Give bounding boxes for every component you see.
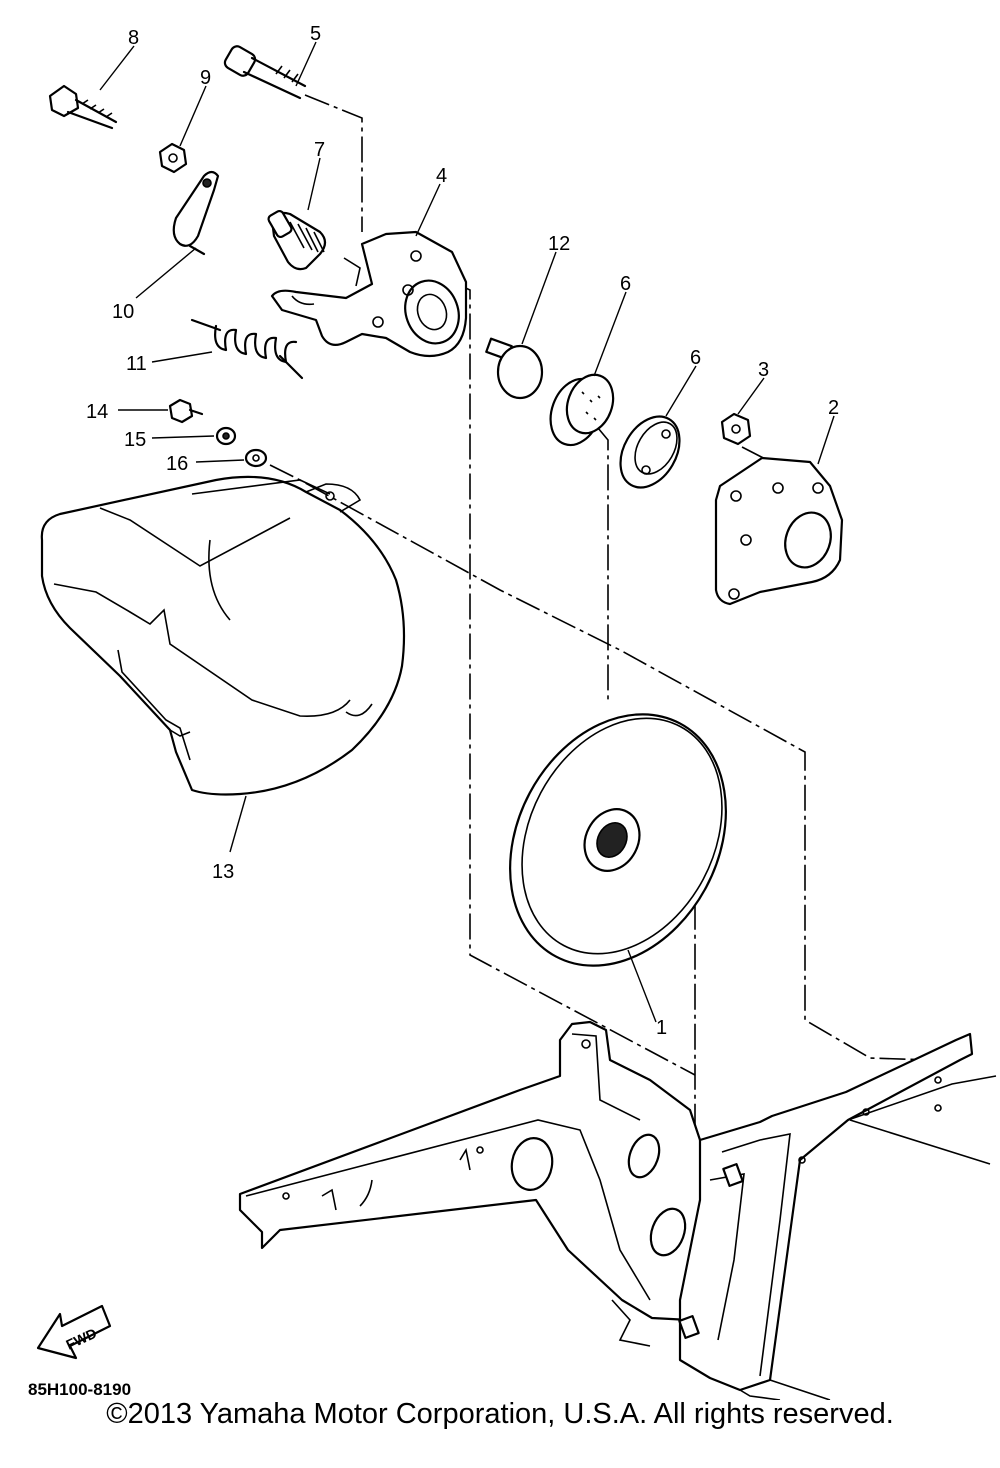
- part-6-bearing-a: [549, 373, 615, 447]
- callout-labels: 1 2 3 4 5 6 6 7 8 9 10 11 12 13 14 15 16: [86, 23, 839, 1039]
- part-10-lever: [172, 170, 220, 256]
- callout-16: 16: [166, 453, 188, 475]
- fwd-arrow-icon: FWD: [36, 1304, 112, 1360]
- callout-10: 10: [112, 301, 134, 323]
- callout-13: 13: [212, 861, 234, 883]
- callout-6-b: 6: [690, 347, 701, 369]
- part-code: 85H100-8190: [28, 1380, 131, 1399]
- part-12-pin: [485, 337, 544, 400]
- part-13-belt-guard: [40, 475, 406, 796]
- part-8-bolt: [48, 84, 118, 130]
- callout-15: 15: [124, 429, 146, 451]
- callout-7: 7: [314, 139, 325, 161]
- callout-1: 1: [656, 1017, 667, 1039]
- part-1-sheave: [509, 713, 727, 967]
- callout-9: 9: [200, 67, 211, 89]
- leader-lines: [99, 41, 835, 1023]
- part-16-washer: [244, 448, 268, 468]
- callout-14: 14: [86, 401, 108, 423]
- copyright-notice: ©2013 Yamaha Motor Corporation, U.S.A. A…: [106, 1398, 894, 1430]
- callout-8: 8: [128, 27, 139, 49]
- callout-3: 3: [758, 359, 769, 381]
- callout-6-a: 6: [620, 273, 631, 295]
- part-4-caliper: [270, 230, 468, 358]
- exploded-view-drawing: 1 2 3 4 5 6 6 7 8 9 10 11 12 13 14 15 16…: [28, 23, 997, 1400]
- part-14-bolt: [168, 398, 204, 424]
- part-6-bearing-b: [619, 415, 681, 489]
- part-2-housing: [714, 456, 844, 606]
- callout-12: 12: [548, 233, 570, 255]
- frame: [238, 1020, 997, 1400]
- part-3-nut: [720, 412, 752, 446]
- callout-11: 11: [126, 353, 147, 375]
- part-9-nut: [158, 142, 188, 174]
- part-15-washer: [215, 426, 237, 446]
- callout-4: 4: [436, 165, 447, 187]
- part-11-spring: [190, 318, 304, 380]
- callout-2: 2: [828, 397, 839, 419]
- part-5-screw: [223, 45, 307, 100]
- callout-5: 5: [310, 23, 321, 45]
- part-7-adjuster: [267, 209, 327, 271]
